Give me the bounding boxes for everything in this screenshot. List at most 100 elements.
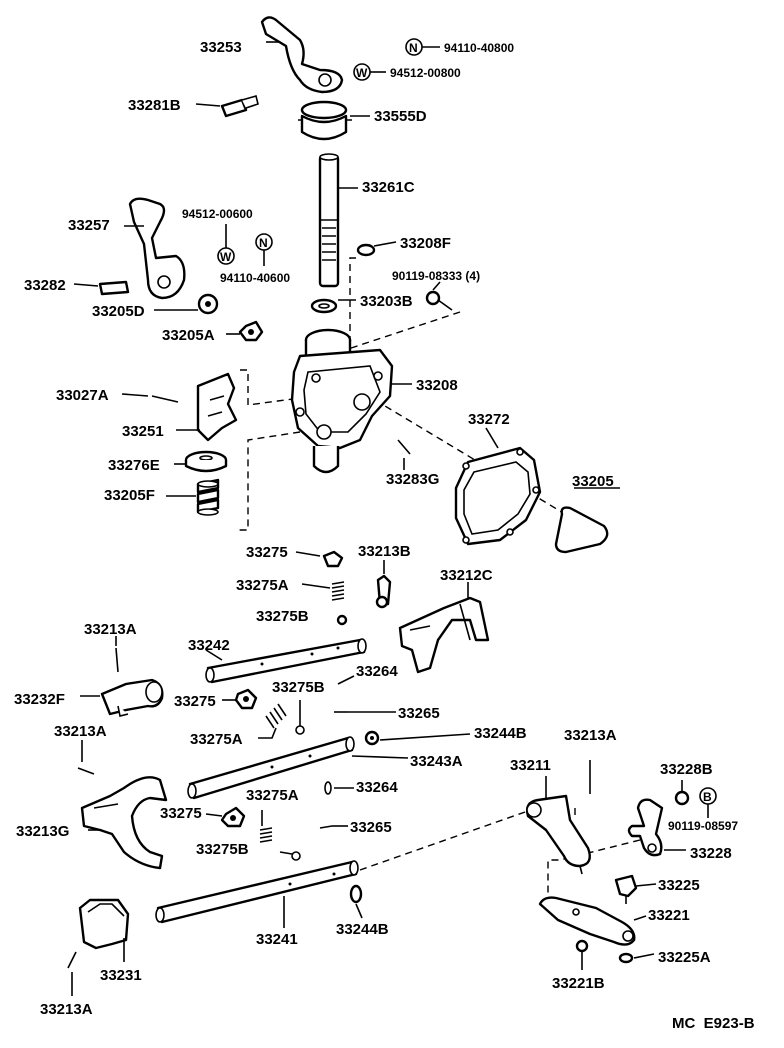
label-33221: 33221 [648, 907, 690, 924]
part-33212C-fork [398, 596, 490, 674]
label-33253: 33253 [200, 39, 242, 56]
part-33264-ring-b [324, 781, 332, 795]
label-94512-00800: 94512-00800 [390, 66, 461, 80]
label-33275A-c: 33275A [246, 787, 299, 804]
svg-text:N: N [409, 41, 418, 55]
label-33211: 33211 [510, 757, 551, 774]
label-33283G: 33283G [386, 471, 439, 488]
part-33555D-collar [298, 100, 352, 141]
label-33228B: 33228B [660, 761, 713, 778]
label-33275B-c: 33275B [196, 841, 249, 858]
label-33275-b: 33275 [174, 693, 216, 710]
footer-code: MC E923-B [672, 1015, 755, 1032]
label-33208: 33208 [416, 377, 458, 394]
part-33205A-nut [238, 320, 264, 342]
part-33243A-shaft [187, 736, 355, 800]
label-33264-a: 33264 [356, 663, 398, 680]
label-33027A: 33027A [56, 387, 109, 404]
label-33213A-a: 33213A [84, 621, 137, 638]
label-33281B: 33281B [128, 97, 181, 114]
label-33261C: 33261C [362, 179, 415, 196]
label-33555D: 33555D [374, 108, 427, 125]
part-33213A-pin-d [67, 951, 77, 969]
label-33276E: 33276E [108, 457, 160, 474]
label-33221B: 33221B [552, 975, 605, 992]
label-33213A-c: 33213A [564, 727, 617, 744]
label-33275B-b: 33275B [272, 679, 325, 696]
part-33241-shaft [155, 860, 359, 924]
label-33264-b: 33264 [356, 779, 398, 796]
part-33208F-plug [356, 243, 376, 257]
part-33211-arm [525, 794, 591, 875]
label-33275-c: 33275 [160, 805, 202, 822]
part-33228B-nut [674, 790, 690, 806]
label-90119-08333: 90119-08333 (4) [392, 269, 480, 283]
label-33241: 33241 [256, 931, 298, 948]
part-33265-pin-b [319, 825, 333, 829]
label-33208F: 33208F [400, 235, 451, 252]
part-33253-arm [260, 16, 344, 94]
label-33232F: 33232F [14, 691, 65, 708]
part-33275A-spring-b [265, 703, 287, 729]
part-labels: 33253 94110-40800 94512-00800 33281B 335… [14, 39, 755, 1032]
part-33272-gasket [454, 446, 542, 546]
part-33257-arm [128, 197, 186, 300]
part-33242-shaft [205, 638, 367, 684]
part-33244B-ring-a [364, 730, 380, 746]
label-33213G: 33213G [16, 823, 69, 840]
label-33282: 33282 [24, 277, 66, 294]
part-33275-ball-a [322, 550, 344, 568]
assembly-dashed-lines [236, 257, 641, 898]
label-33275A-b: 33275A [190, 731, 243, 748]
part-33275-nut-c [220, 806, 246, 828]
part-33225A-clip [618, 952, 634, 964]
symbol-n-40800: N [405, 38, 423, 56]
part-33251-block [196, 372, 238, 442]
symbol-w-00600: W [217, 247, 235, 265]
part-33281B-bolt [220, 95, 259, 118]
part-33275B-ball-c [291, 851, 301, 861]
svg-text:W: W [356, 66, 368, 80]
label-33212C: 33212C [440, 567, 493, 584]
label-94110-40800: 94110-40800 [444, 41, 514, 55]
part-33221B-washer [575, 939, 589, 953]
part-33213A-pin-a [115, 647, 119, 673]
part-33275-nut-b [234, 688, 258, 710]
label-33205: 33205 [572, 473, 614, 490]
part-33213B-bolt [375, 574, 392, 609]
label-90119-08597: 90119-08597 [668, 819, 738, 833]
label-33244B-a: 33244B [474, 725, 527, 742]
svg-text:N: N [259, 236, 268, 250]
part-33282-pin [98, 280, 130, 296]
part-33275A-spring-a [331, 581, 345, 601]
part-33221-lever [538, 896, 636, 946]
part-33228-arm [627, 798, 664, 857]
part-33232F-block [100, 678, 164, 717]
svg-text:B: B [703, 790, 712, 804]
svg-text:W: W [220, 250, 232, 264]
label-33213A-d: 33213A [40, 1001, 93, 1018]
label-33275A-a: 33275A [236, 577, 289, 594]
part-33208-housing [290, 328, 394, 474]
part-33213A-pin-b [77, 767, 95, 775]
symbol-n-40600: N [255, 233, 273, 251]
label-33205A: 33205A [162, 327, 215, 344]
label-33205D: 33205D [92, 303, 145, 320]
part-33205F-spring [196, 478, 220, 516]
label-33244B-b: 33244B [336, 921, 389, 938]
label-33272: 33272 [468, 411, 510, 428]
label-33213B: 33213B [358, 543, 411, 560]
label-33203B: 33203B [360, 293, 413, 310]
part-33225-clip [614, 874, 638, 904]
label-33243A: 33243A [410, 753, 463, 770]
symbol-b-08597: B [699, 787, 717, 805]
part-33275B-ball-a [336, 614, 348, 626]
part-33275B-ball-b [295, 725, 305, 735]
part-33244B-ring-b [349, 884, 363, 904]
label-33228: 33228 [690, 845, 732, 862]
label-33205F: 33205F [104, 487, 155, 504]
symbol-w-00800: W [353, 63, 371, 81]
label-33265-a: 33265 [398, 705, 440, 722]
